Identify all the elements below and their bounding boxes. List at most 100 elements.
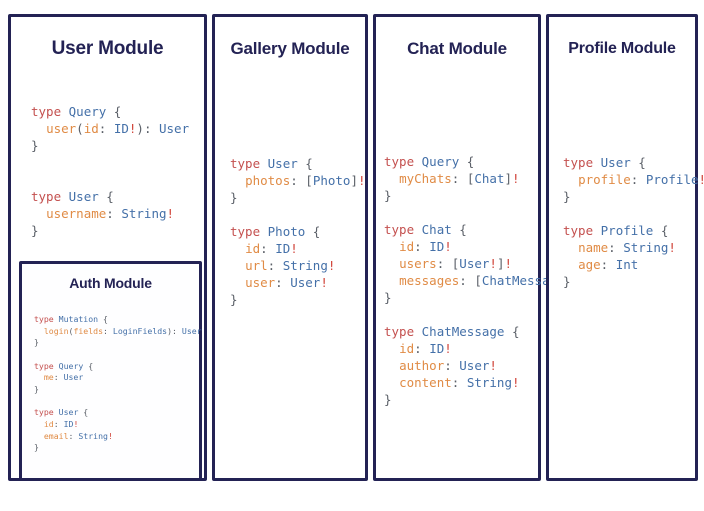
panel-title-gallery-module: Gallery Module <box>230 39 350 58</box>
code-token: fields <box>73 325 104 336</box>
panel-chat-module[interactable]: Chat Module type Query { myChats: [Chat]… <box>373 14 580 481</box>
code-token: id <box>43 418 54 429</box>
panel-title-auth-module: Auth Module <box>69 275 152 291</box>
code-token: Chat <box>421 221 452 237</box>
graphql-schema-user-module: type Query { user(id: ID!): User } type … <box>31 103 189 239</box>
code-token: } <box>31 222 39 238</box>
code-token: ! <box>166 205 175 221</box>
code-token: : <box>414 238 430 254</box>
code-token: ] <box>496 255 505 271</box>
code-token: : <box>98 120 114 136</box>
code-token: : <box>451 170 467 186</box>
code-token: : <box>106 205 122 221</box>
code-token: type <box>230 223 268 239</box>
code-token: Mutation <box>58 314 99 325</box>
code-token: login <box>43 325 69 336</box>
code-token: } <box>230 189 238 205</box>
code-token: User <box>267 155 298 171</box>
code-token: type <box>34 360 59 371</box>
code-token: String <box>282 257 328 273</box>
graphql-schema-gallery-module: type User { photos: [Photo]! } type Phot… <box>230 155 366 308</box>
code-token <box>34 326 44 336</box>
code-token: ChatMessage <box>421 323 505 339</box>
code-token <box>384 273 399 288</box>
code-token: } <box>34 442 39 453</box>
code-token: { <box>98 188 114 204</box>
code-token: { <box>630 154 646 170</box>
code-token: myChats <box>399 170 452 186</box>
graphql-schema-auth-module: type Mutation { login(fields: LoginField… <box>34 314 202 454</box>
panel-user-module[interactable]: User Module type Query { user(id: ID!): … <box>8 14 207 481</box>
code-token <box>384 358 399 373</box>
code-token: ! <box>290 240 298 256</box>
code-token: type <box>230 155 268 171</box>
code-token: ! <box>444 340 452 356</box>
code-token <box>230 275 245 290</box>
code-token: ! <box>128 120 137 136</box>
code-token: type <box>34 407 59 418</box>
panel-profile-module[interactable]: Profile Module type User { profile: Prof… <box>546 14 704 481</box>
code-token: } <box>384 391 392 407</box>
panel-auth-module[interactable]: Auth Module type Mutation { login(fields… <box>19 261 202 481</box>
code-token: Profile <box>645 171 699 187</box>
code-token: } <box>31 137 39 153</box>
code-token: ! <box>511 170 520 186</box>
code-token: : <box>53 372 64 383</box>
graphql-schema-chat-module: type Query { myChats: [Chat]! } type Cha… <box>384 153 580 408</box>
code-token: ): <box>167 325 182 336</box>
code-token: User <box>600 154 631 170</box>
code-token <box>384 375 399 390</box>
code-token: Photo <box>267 223 306 239</box>
code-token: ! <box>444 238 452 254</box>
panel-gallery-module[interactable]: Gallery Module type User { photos: [Phot… <box>212 14 368 481</box>
code-token: ] <box>504 170 512 186</box>
code-token: ! <box>489 357 497 373</box>
code-token <box>563 240 578 255</box>
code-token: email <box>43 430 69 441</box>
code-token: : <box>436 255 452 271</box>
code-token: Photo <box>312 172 351 188</box>
code-token: ] <box>350 172 358 188</box>
code-token <box>31 121 46 136</box>
code-token <box>384 239 399 254</box>
code-token: user <box>245 274 276 290</box>
code-token: : <box>451 374 467 390</box>
code-token: ( <box>68 325 74 336</box>
code-token: [ <box>474 272 482 288</box>
code-token: { <box>504 323 520 339</box>
panel-title-user-module: User Module <box>51 38 164 59</box>
code-token: User <box>63 372 84 383</box>
code-token: id <box>83 120 99 136</box>
code-token: { <box>653 222 669 238</box>
code-token: ! <box>73 418 79 429</box>
code-token <box>31 206 46 221</box>
code-token: } <box>384 187 392 203</box>
code-token: } <box>563 273 571 289</box>
code-token <box>34 419 44 429</box>
code-token: { <box>106 103 122 119</box>
code-token: [ <box>451 255 460 271</box>
code-token: ! <box>320 274 328 290</box>
panel-title-profile-module: Profile Module <box>568 40 676 57</box>
code-token: } <box>34 337 39 348</box>
code-token: { <box>78 407 89 418</box>
code-token: type <box>384 323 422 339</box>
code-token: : <box>414 340 430 356</box>
code-token: Query <box>58 360 84 371</box>
code-token: ChatMessage <box>481 272 565 288</box>
code-token: } <box>384 289 392 305</box>
code-token: ID <box>275 240 291 256</box>
code-token: { <box>459 153 475 169</box>
code-token: : <box>608 239 624 255</box>
code-token: ID <box>429 238 445 254</box>
code-token: type <box>563 222 601 238</box>
code-token: String <box>78 430 108 441</box>
code-token: Chat <box>474 170 505 186</box>
code-token: : <box>68 430 79 441</box>
code-token: { <box>297 155 313 171</box>
code-token: : <box>275 274 291 290</box>
code-token: user <box>46 120 77 136</box>
code-token: name <box>578 239 609 255</box>
code-token: ! <box>107 430 113 441</box>
code-token: } <box>34 384 39 395</box>
